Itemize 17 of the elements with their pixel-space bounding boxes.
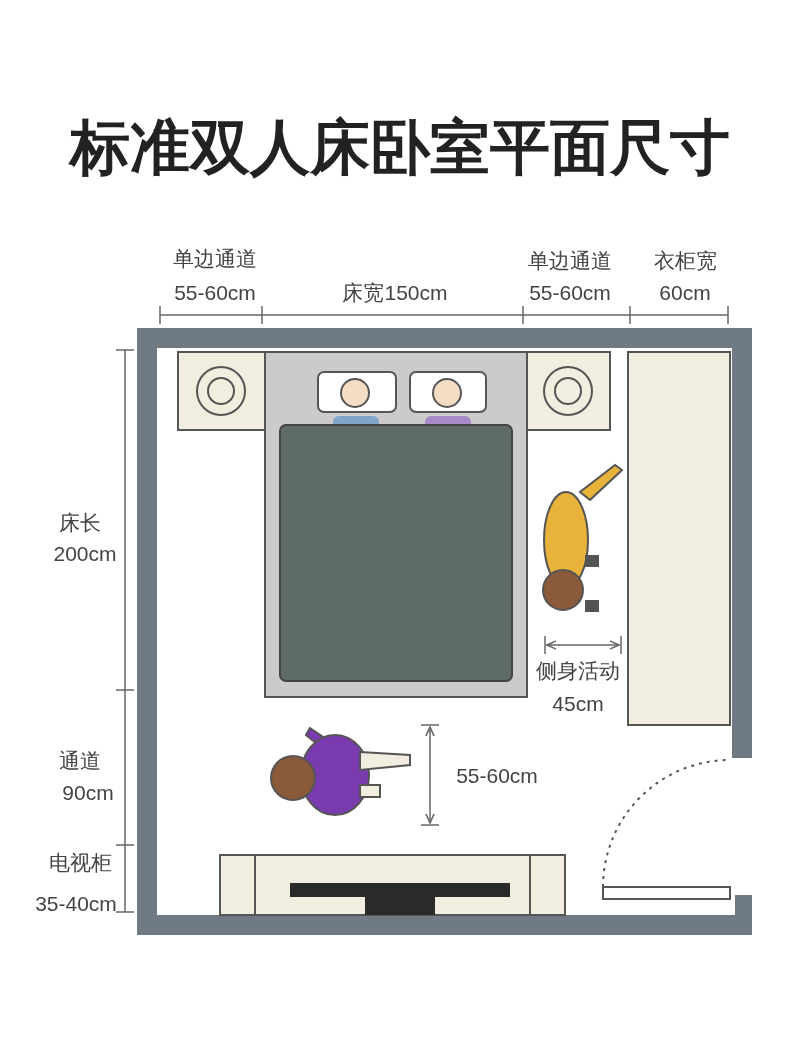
dimension-label: 35-40cm	[35, 892, 117, 914]
dimension-label: 55-60cm	[456, 764, 538, 786]
dimension-label: 衣柜宽	[653, 249, 717, 271]
dimension-label: 单边通道	[528, 249, 612, 271]
dimension-label: 55-60cm	[174, 281, 256, 303]
dimension-label: 侧身活动	[536, 659, 620, 681]
dimension-label: 90cm	[62, 781, 114, 803]
dimension-label: 200cm	[53, 542, 117, 564]
dimension-label: 45cm	[552, 692, 604, 714]
dimension-label: 通道	[59, 749, 101, 771]
dimension-label: 55-60cm	[529, 281, 611, 303]
title: 标准双人床卧室平面尺寸	[67, 111, 731, 184]
dimension-label: 床长	[59, 511, 101, 533]
dimension-label: 60cm	[659, 281, 711, 303]
dimension-label: 床宽150cm	[342, 281, 448, 303]
dimension-label: 电视柜	[48, 851, 112, 873]
dimension-label: 单边通道	[173, 247, 257, 269]
